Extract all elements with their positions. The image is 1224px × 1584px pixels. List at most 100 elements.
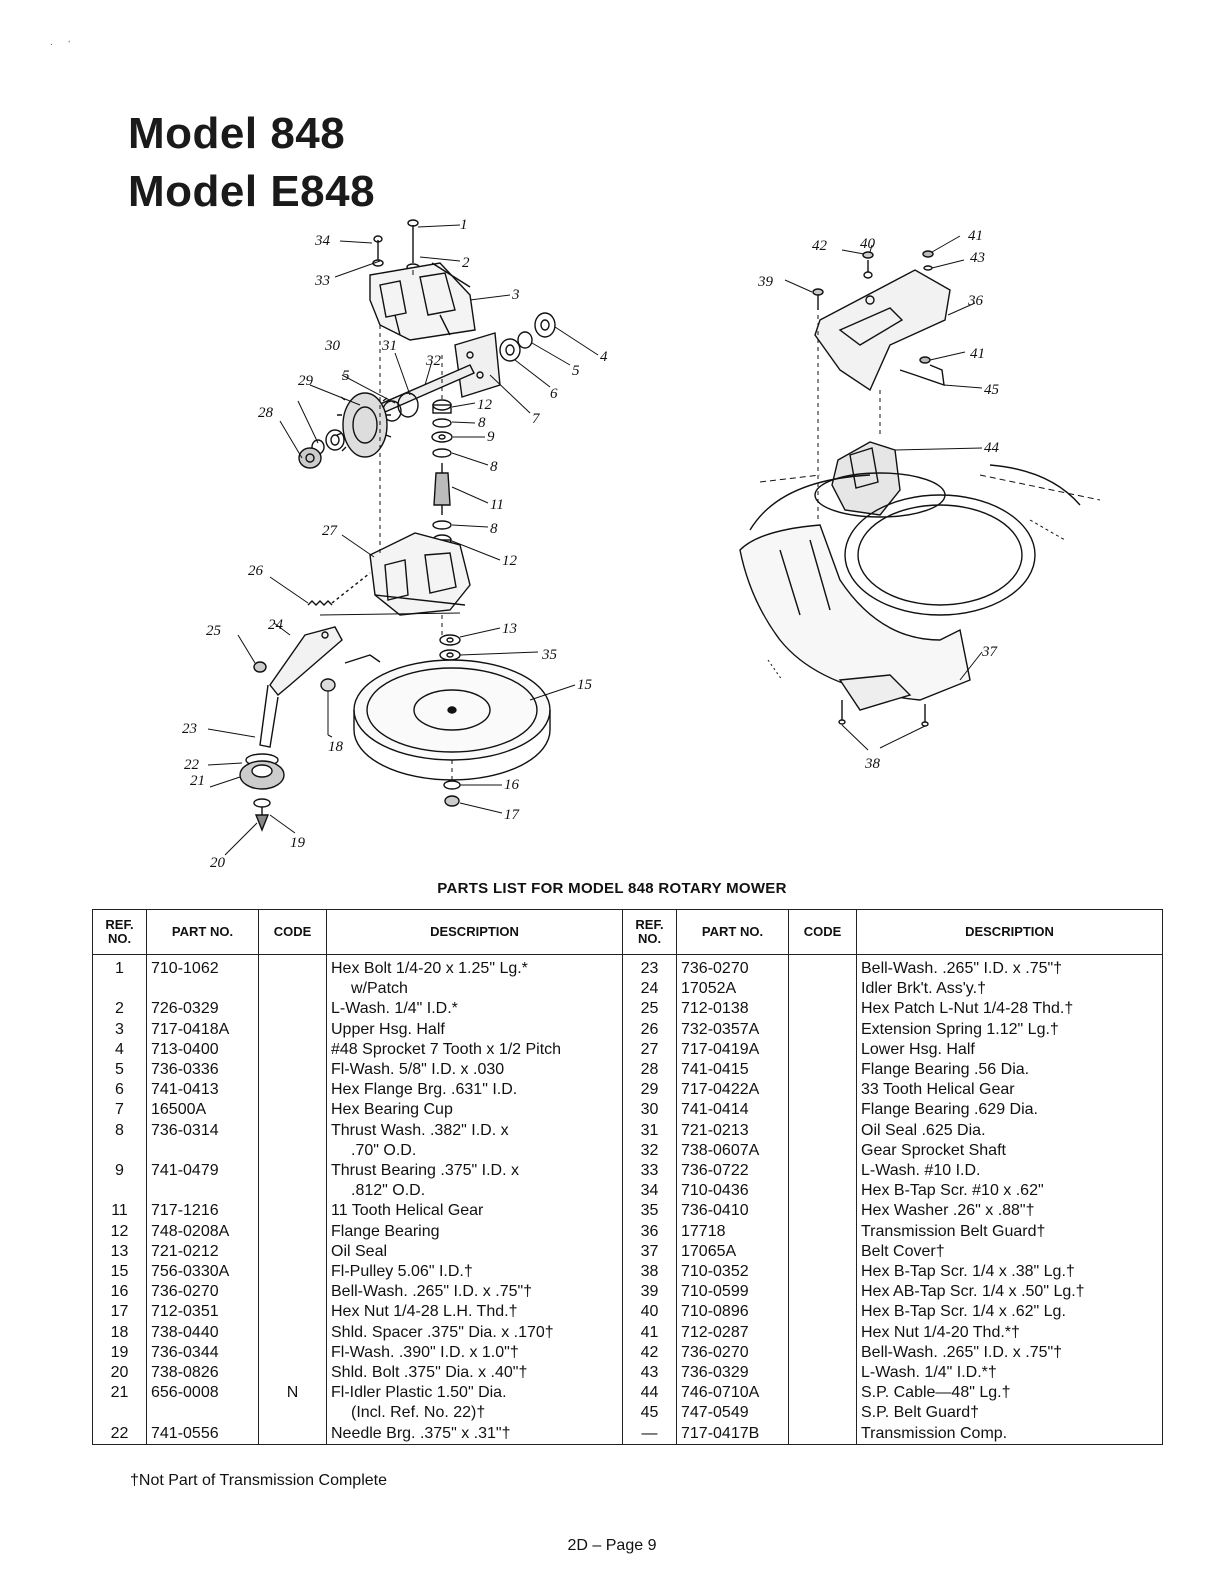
table-cell-r-part: 17052A [676,979,789,1000]
table-cell-r-code [788,1322,857,1343]
table-cell-l-desc: Hex Flange Brg. .631" I.D. [326,1080,623,1101]
table-cell-r-desc: 33 Tooth Helical Gear [856,1080,1163,1101]
part-callout-number: 29 [298,373,314,389]
table-cell-l-desc: .812" O.D. [326,1181,623,1202]
table-cell-l-ref: 13 [92,1241,147,1263]
table-cell-l-part: 721-0212 [146,1241,259,1263]
table-cell-l-code [258,1403,327,1424]
transmission-exploded-diagram: 1 2 3 4 5 5 6 7 8 8 8 9 11 12 12 13 15 1… [182,217,608,871]
table-cell-l-part: 717-0418A [146,1019,259,1040]
table-cell-l-ref: 4 [92,1039,147,1061]
table-cell-r-desc: Lower Hsg. Half [856,1039,1163,1061]
table-cell-r-ref: 24 [622,979,677,1000]
part-callout-number: 35 [541,647,558,663]
table-cell-r-code [788,1100,857,1121]
table-cell-r-desc: Oil Seal .625 Dia. [856,1120,1163,1141]
table-cell-l-ref: 18 [92,1322,147,1343]
table-cell-r-code [788,979,857,1000]
table-cell-r-code [788,1282,857,1303]
part-callout-number: 38 [864,756,881,772]
footnote: †Not Part of Transmission Complete [130,1472,387,1489]
table-cell-l-desc: L-Wash. 1/4" I.D.* [326,999,623,1020]
table-cell-l-ref: 20 [92,1363,147,1384]
table-cell-r-ref: 26 [622,1019,677,1040]
part-callout-number: 41 [970,346,985,362]
part-callout-number: 40 [860,236,876,252]
table-cell-r-part: 732-0357A [676,1019,789,1040]
table-cell-r-desc: Extension Spring 1.12" Lg.† [856,1019,1163,1040]
table-cell-r-ref: 30 [622,1100,677,1121]
table-cell-r-ref: 45 [622,1403,677,1424]
part-callout-number: 45 [984,382,1000,398]
table-cell-r-code [788,1241,857,1263]
part-callout-number: 11 [490,497,504,513]
table-cell-r-ref: 29 [622,1080,677,1101]
table-cell-l-part [146,1403,259,1424]
table-cell-r-part: 736-0329 [676,1363,789,1384]
table-cell-r-ref: 42 [622,1342,677,1364]
table-cell-l-part: 756-0330A [146,1262,259,1283]
part-callout-number: 31 [381,338,397,354]
header-description: DESCRIPTION [326,909,623,955]
table-cell-l-code [258,1080,327,1101]
table-cell-r-desc: Hex Washer .26" x .88"† [856,1201,1163,1222]
table-cell-l-ref: 8 [92,1120,147,1141]
table-cell-r-part: 736-0270 [676,954,789,980]
model-title-848: Model 848 [128,109,346,158]
table-cell-l-part [146,1140,259,1162]
table-cell-r-part: 741-0415 [676,1060,789,1081]
table-cell-r-ref: 35 [622,1201,677,1222]
table-cell-l-ref [92,1403,147,1424]
header-code: CODE [788,909,857,955]
part-callout-number: 5 [342,368,350,384]
table-cell-l-code [258,1322,327,1343]
table-cell-r-desc: Bell-Wash. .265" I.D. x .75"† [856,1342,1163,1364]
table-cell-r-ref: 34 [622,1181,677,1202]
part-callout-number: 25 [206,623,222,639]
table-cell-r-part: 741-0414 [676,1100,789,1121]
table-cell-r-code [788,1383,857,1404]
model-title-e848: Model E848 [128,167,376,216]
table-cell-l-ref: 19 [92,1342,147,1364]
parts-list-table: REF. NO. PART NO. CODE DESCRIPTION REF. … [92,909,1163,1445]
table-cell-r-part: 736-0410 [676,1201,789,1222]
table-cell-r-part: 710-0436 [676,1181,789,1202]
table-cell-l-code [258,999,327,1020]
table-cell-l-desc: .70" O.D. [326,1140,623,1162]
table-cell-r-desc: Flange Bearing .56 Dia. [856,1060,1163,1081]
part-callout-number: 33 [314,273,330,289]
header-ref-no: REF. NO. [622,909,677,955]
part-callout-number: 4 [600,349,608,365]
table-cell-l-part: 738-0440 [146,1322,259,1343]
table-cell-l-code [258,1241,327,1263]
table-cell-r-desc: S.P. Cable—48" Lg.† [856,1383,1163,1404]
part-callout-number: 9 [487,429,495,445]
table-cell-l-ref: 12 [92,1221,147,1242]
table-cell-r-ref: 41 [622,1322,677,1343]
table-cell-r-part: 710-0599 [676,1282,789,1303]
table-cell-l-desc: Hex Bolt 1/4-20 x 1.25" Lg.* [326,954,623,980]
table-cell-r-ref: 36 [622,1221,677,1242]
table-cell-l-ref: 1 [92,954,147,980]
table-cell-r-code [788,1363,857,1384]
table-cell-r-ref: 27 [622,1039,677,1061]
table-cell-r-part: 738-0607A [676,1140,789,1162]
table-cell-l-part: 738-0826 [146,1363,259,1384]
table-cell-l-ref: 3 [92,1019,147,1040]
table-cell-l-code [258,1423,327,1445]
table-cell-r-part: 17718 [676,1221,789,1242]
table-cell-l-desc: w/Patch [326,979,623,1000]
part-callout-number: 3 [511,287,520,303]
table-cell-r-ref: 43 [622,1363,677,1384]
table-cell-r-code [788,1060,857,1081]
table-cell-r-desc: Hex B-Tap Scr. 1/4 x .62" Lg. [856,1302,1163,1323]
